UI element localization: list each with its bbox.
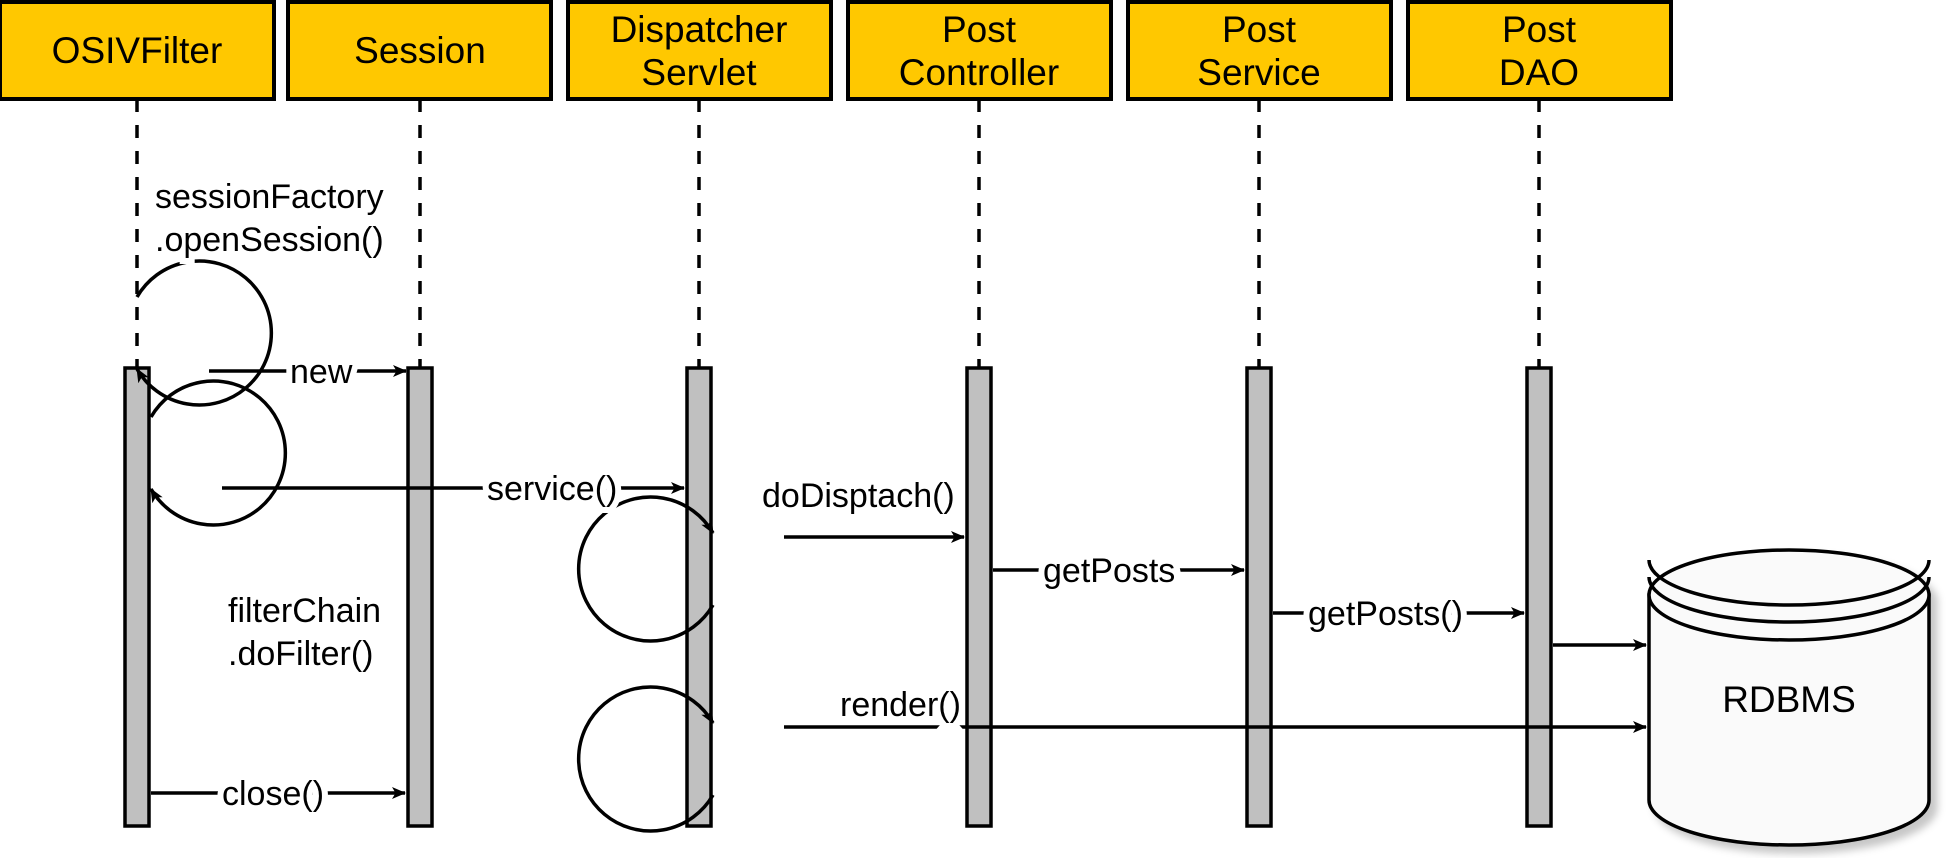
db-top-ellipse [1647,548,1931,642]
participant-postcontroller[interactable]: Post Controller [846,0,1113,101]
svg-text:.openSession(): .openSession() [155,221,384,259]
svg-text:new: new [290,353,353,391]
db-ring-1 [1647,576,1931,624]
svg-text:getPosts(): getPosts() [1308,595,1463,633]
activation-dispatcherservlet [685,366,713,828]
svg-text:getPosts: getPosts [1043,552,1175,590]
label-getposts-parens: getPosts() getPosts() [1302,589,1469,639]
label-getposts: getPosts getPosts [1037,546,1181,596]
participant-label-dispatcherservlet-line2: Servlet [641,52,757,93]
svg-text:filterChain: filterChain [228,592,381,630]
label-service: service() service() [481,464,623,514]
participant-label-postdao-line2: DAO [1499,52,1579,93]
activation-postservice [1245,366,1273,828]
activation-osivfilter [123,366,151,828]
participant-postdao[interactable]: Post DAO [1406,0,1673,101]
participant-label-postservice-line1: Post [1222,9,1297,50]
label-close: close() close() [216,769,330,819]
participant-label-dispatcherservlet-line1: Dispatcher [611,9,788,50]
db-ring-2 [1647,559,1931,607]
svg-text:.doFilter(): .doFilter() [228,635,373,673]
svg-text:service(): service() [487,470,617,508]
lifelines [135,99,1541,372]
svg-text:new: new [290,353,353,391]
svg-text:sessionFactory: sessionFactory [155,178,384,216]
svg-text:close(): close() [222,775,324,813]
message-labels: sessionFactory sessionFactory .openSessi… [149,172,1469,819]
participant-postservice[interactable]: Post Service [1126,0,1393,101]
svg-text:render(): render() [840,686,961,724]
svg-text:close(): close() [222,775,324,813]
activation-session [406,366,434,828]
label-new: new new [284,347,359,397]
message-filterchain-dofilter [149,379,288,527]
participant-label-postcontroller-line1: Post [942,9,1017,50]
participant-label-postcontroller-line2: Controller [899,52,1059,93]
svg-text:filterChain: filterChain [228,592,381,630]
svg-text:service(): service() [487,470,617,508]
participant-label-postservice-line2: Service [1197,52,1320,93]
db-label: RDBMS [1722,679,1856,720]
participant-label-session: Session [354,30,486,71]
label-render: render() render() [834,680,967,730]
svg-text:getPosts: getPosts [1043,552,1175,590]
database-rdbms: RDBMS [1647,548,1931,847]
message-sessionfactory-opensession [135,259,274,407]
message-dodisptach [576,495,965,643]
svg-text:doDisptach(): doDisptach() [762,477,955,515]
participant-dispatcherservlet[interactable]: Dispatcher Servlet [566,0,833,101]
label-filterchain-dofilter: filterChain filterChain .doFilter() .doF… [222,586,387,679]
svg-text:doDisptach(): doDisptach() [762,477,955,515]
participant-session[interactable]: Session [286,0,553,101]
participant-label-postdao-line1: Post [1502,9,1577,50]
svg-text:getPosts(): getPosts() [1308,595,1463,633]
label-dodisptach: doDisptach() doDisptach() [756,471,961,521]
svg-text:.doFilter(): .doFilter() [228,635,373,673]
activation-bars [123,366,1553,828]
message-render [576,685,1647,833]
svg-text:.openSession(): .openSession() [155,221,384,259]
activation-postcontroller [965,366,993,828]
participant-label-osivfilter: OSIVFilter [52,30,223,71]
svg-text:render(): render() [840,686,961,724]
participant-headers: OSIVFilter Session Dispatcher Servlet Po… [0,0,1673,101]
svg-text:sessionFactory: sessionFactory [155,178,384,216]
activation-postdao [1525,366,1553,828]
participant-osivfilter[interactable]: OSIVFilter [0,0,276,101]
label-sessionfactory-opensession: sessionFactory sessionFactory .openSessi… [149,172,390,265]
